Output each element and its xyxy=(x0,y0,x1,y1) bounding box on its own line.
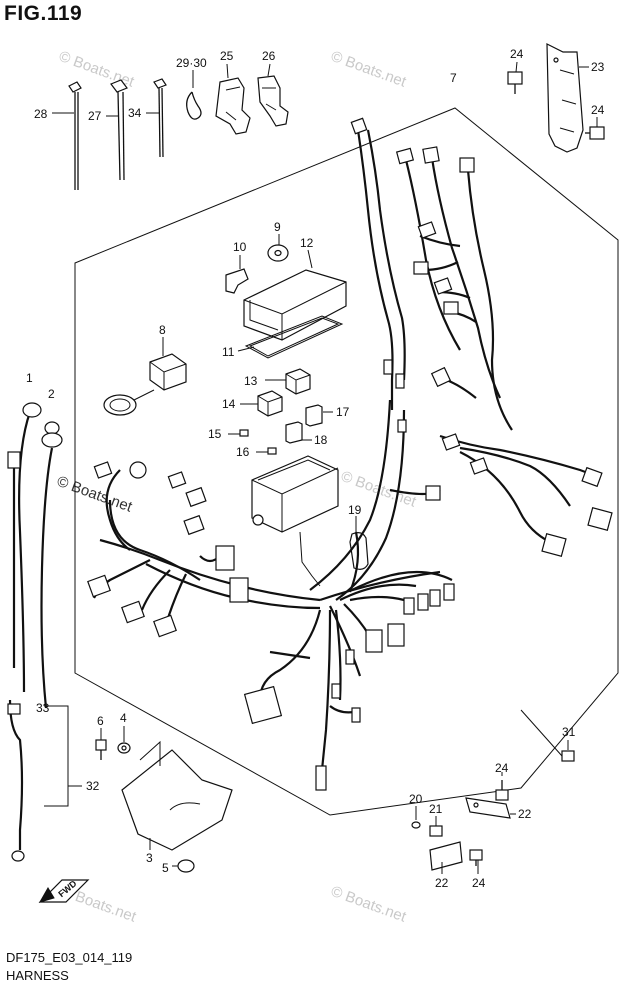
callout-12: 12 xyxy=(300,236,314,250)
bracket-23 xyxy=(546,43,584,153)
callout-24-right: 24 xyxy=(591,103,605,117)
callout-34: 34 xyxy=(128,106,142,120)
fuse-17 xyxy=(305,404,333,427)
relay-8 xyxy=(103,337,187,416)
nut-21 xyxy=(429,816,443,837)
callout-9: 9 xyxy=(274,220,281,234)
callout-17: 17 xyxy=(336,405,350,419)
callout-24-top: 24 xyxy=(510,47,524,61)
clip-29-30 xyxy=(186,70,202,120)
plate-22-lower xyxy=(429,841,463,874)
callout-28: 28 xyxy=(34,107,48,121)
callout-13: 13 xyxy=(244,374,258,388)
callout-31: 31 xyxy=(562,725,576,739)
callout-24-bottom: 24 xyxy=(472,876,486,890)
harness-connectors xyxy=(87,117,613,791)
callout-27: 27 xyxy=(88,109,102,123)
figure-code: DF175_E03_014_119 xyxy=(6,950,133,965)
watermark-2: © Boats.net xyxy=(329,48,409,91)
bracket-3 xyxy=(121,740,233,851)
callout-11: 11 xyxy=(222,345,235,359)
fuse-box-body xyxy=(251,455,339,587)
watermark-6: © Boats.net xyxy=(55,473,135,516)
callout-22-upper: 22 xyxy=(518,807,532,821)
gasket-11 xyxy=(237,315,344,359)
callout-7: 7 xyxy=(450,71,457,85)
callout-18: 18 xyxy=(314,433,328,447)
washer-20 xyxy=(411,806,421,829)
bolt-24-bottom xyxy=(469,849,483,874)
fuse-15 xyxy=(228,429,249,437)
fwd-arrow-icon: FWD xyxy=(38,878,90,903)
fuse-18 xyxy=(285,421,312,444)
callout-24-lower: 24 xyxy=(495,761,509,775)
grommet-9 xyxy=(267,234,289,262)
callout-19: 19 xyxy=(348,503,362,517)
callout-22-lower: 22 xyxy=(435,876,449,890)
cable-tie-27 xyxy=(110,79,128,181)
harness-assembly-outline xyxy=(74,107,619,816)
callout-3: 3 xyxy=(146,851,153,865)
callout-1: 1 xyxy=(26,371,33,385)
callout-26: 26 xyxy=(262,49,276,63)
bolt-24-lower xyxy=(495,772,509,801)
callout-29-30: 29·30 xyxy=(176,56,207,70)
callout-14: 14 xyxy=(222,397,236,411)
callout-4: 4 xyxy=(120,711,127,725)
callout-20: 20 xyxy=(409,792,423,806)
callout-25: 25 xyxy=(220,49,234,63)
cable-tie-34 xyxy=(153,78,167,158)
callout-23: 23 xyxy=(591,60,605,74)
callout-16: 16 xyxy=(236,445,250,459)
leader-32-bracket xyxy=(44,705,82,807)
callout-33: 33 xyxy=(36,701,50,715)
protector-19 xyxy=(349,516,369,570)
callout-32: 32 xyxy=(86,779,100,793)
clip-10 xyxy=(225,255,249,294)
figure-caption: HARNESS xyxy=(6,968,69,983)
clamp-25 xyxy=(215,63,251,135)
grommet-5 xyxy=(172,859,195,873)
battery-cable-1 xyxy=(18,402,42,693)
callout-10: 10 xyxy=(233,240,247,254)
callout-labels: 1 2 3 4 5 6 7 8 9 10 11 12 13 14 15 16 1… xyxy=(26,47,605,890)
callout-21: 21 xyxy=(429,802,443,816)
callout-2: 2 xyxy=(48,387,55,401)
harness-wiring xyxy=(93,129,599,771)
callout-5: 5 xyxy=(162,861,169,875)
washer-4 xyxy=(117,726,131,754)
clamp-26 xyxy=(257,63,289,127)
callout-15: 15 xyxy=(208,427,222,441)
bolt-24-right xyxy=(585,126,605,140)
callout-6: 6 xyxy=(97,714,104,728)
bolt-31 xyxy=(520,709,575,762)
cable-2 xyxy=(40,421,63,709)
bolt-24-top xyxy=(507,71,523,94)
cable-tie-28 xyxy=(68,81,82,190)
bolt-6 xyxy=(95,728,107,760)
figure-title: FIG.119 xyxy=(4,2,83,25)
relay-13 xyxy=(265,368,311,395)
fuse-16 xyxy=(256,447,277,455)
callout-8: 8 xyxy=(159,323,166,337)
cable-32 xyxy=(7,451,25,862)
relay-14 xyxy=(240,390,283,417)
watermark-4: © Boats.net xyxy=(329,883,409,926)
plate-22-upper xyxy=(465,797,516,819)
fuse-box-12 xyxy=(243,249,347,341)
